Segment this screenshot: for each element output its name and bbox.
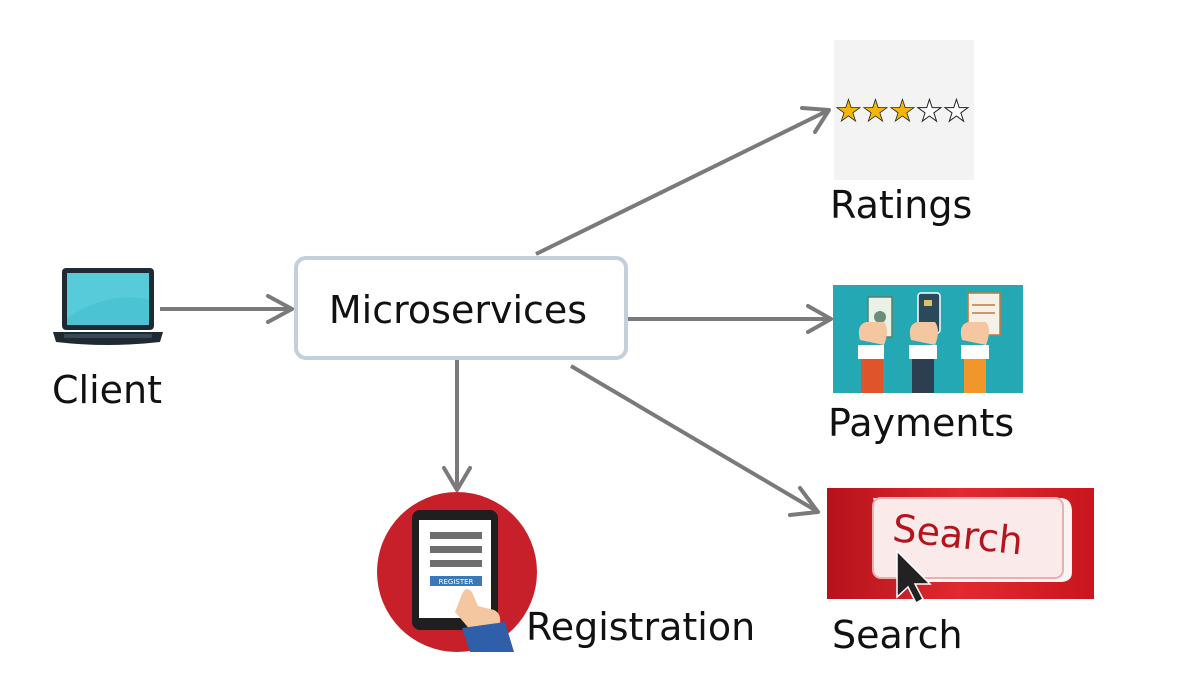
cursor-icon	[896, 549, 932, 605]
star-filled-icon: ★	[889, 94, 916, 129]
ratings-image: ★ ★ ★ ★ ★	[834, 40, 974, 180]
payments-label: Payments	[828, 401, 1015, 445]
arrowhead	[800, 106, 831, 134]
arrowhead	[266, 294, 294, 324]
edge-client-microservices	[160, 294, 294, 324]
search-image: Search	[827, 488, 1094, 605]
star-empty-icon: ★	[916, 94, 943, 129]
arrowhead	[806, 304, 833, 334]
star-filled-icon: ★	[862, 94, 889, 129]
search-label: Search	[832, 613, 963, 657]
star-rating: ★ ★ ★ ★ ★	[835, 94, 971, 130]
arrowhead	[788, 486, 820, 517]
register-button-label: REGISTER	[439, 578, 474, 586]
registration-label: Registration	[526, 605, 756, 649]
arrowhead	[442, 466, 472, 492]
microservices-label: Microservices	[329, 288, 587, 332]
registration-image: REGISTER	[377, 492, 537, 652]
hand-icon	[455, 588, 501, 632]
ratings-label: Ratings	[830, 183, 973, 227]
client-label: Client	[52, 368, 163, 412]
microservices-node: Microservices	[294, 256, 628, 360]
edge-microservices-payments	[628, 304, 833, 334]
payments-image	[833, 285, 1023, 393]
star-filled-icon: ★	[835, 94, 862, 129]
register-button	[430, 576, 482, 586]
edge-microservices-ratings	[535, 106, 831, 256]
laptop-icon	[53, 268, 163, 345]
edge-microservices-registration	[442, 358, 472, 492]
star-empty-icon: ★	[943, 94, 970, 129]
edge-microservices-search	[569, 364, 820, 517]
